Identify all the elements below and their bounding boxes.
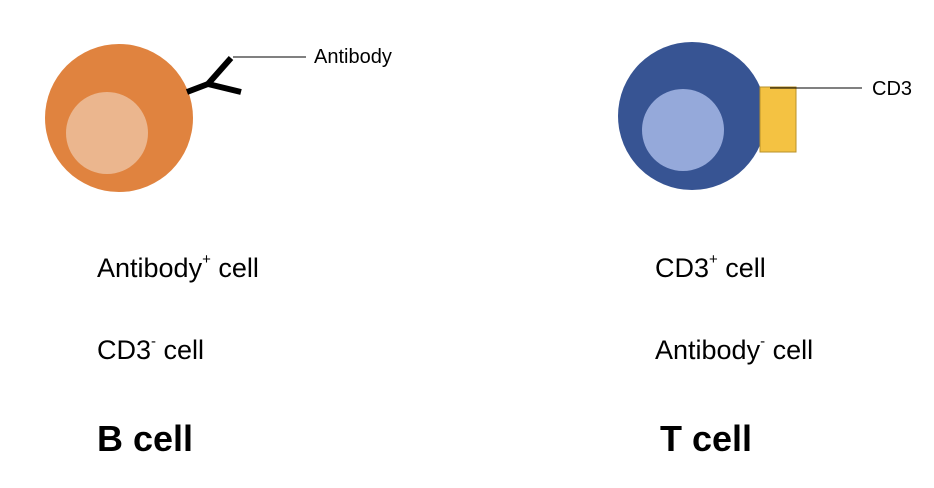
t-cell-title: T cell [660,421,752,457]
antibody-pointer-label: Antibody [314,47,392,67]
t-cell-line1-main: CD3 [655,253,709,283]
b-cell-line2-main: CD3 [97,335,151,365]
t-cell-nucleus [642,89,724,171]
t-cell-cd3-positive-text: CD3+ cell [655,255,766,282]
t-cell-line2-sup: - [760,333,765,350]
antibody-icon [187,58,241,92]
b-cell-line1-rest: cell [211,253,259,283]
t-cell-line1-rest: cell [718,253,766,283]
b-cell-line1-main: Antibody [97,253,202,283]
b-cell-antibody-positive-text: Antibody+ cell [97,255,259,282]
b-cell-nucleus [66,92,148,174]
t-cell-line2-main: Antibody [655,335,760,365]
b-cell-cd3-negative-text: CD3- cell [97,337,204,364]
cd3-pointer-label: CD3 [872,79,912,99]
t-cell-line1-sup: + [709,251,718,268]
b-cell-line1-sup: + [202,251,211,268]
cd3-marker [760,87,796,152]
b-cell-title: B cell [97,421,193,457]
t-cell-antibody-negative-text: Antibody- cell [655,337,813,364]
b-cell-line2-rest: cell [156,335,204,365]
t-cell-graphic [618,42,862,190]
t-cell-line2-rest: cell [765,335,813,365]
b-cell-line2-sup: - [151,333,156,350]
b-cell-graphic [45,44,306,192]
